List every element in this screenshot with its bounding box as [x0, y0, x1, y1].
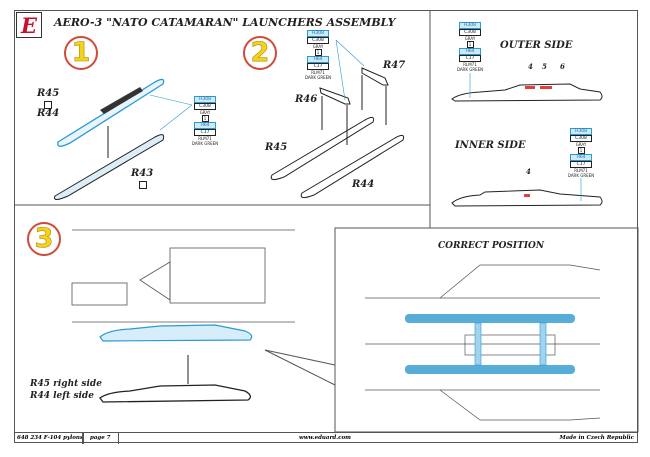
footer-kit: 648 234 F-104 pylons: [17, 435, 84, 441]
pylon-r47-part: [361, 67, 389, 86]
section-letter-logo: E: [16, 12, 42, 38]
part-label-r43: R43: [131, 168, 154, 179]
part-label-r45: R45: [265, 142, 288, 153]
marker-5: 5: [542, 62, 547, 71]
page-frame: [14, 10, 638, 443]
outer-side-title: OUTER SIDE: [500, 40, 573, 51]
launcher-r45-part: [270, 116, 375, 181]
marker-4: 4: [528, 62, 533, 71]
launcher-outer-side-view: [451, 83, 603, 102]
side-note: R45 right side R44 left side: [30, 378, 102, 402]
zoom-leader: [264, 349, 336, 366]
launcher-r45-r44-part: [57, 78, 165, 147]
aircraft-underside: [365, 264, 601, 421]
step-1-badge: 1: [64, 36, 98, 70]
detail-box: [334, 227, 639, 433]
launcher-r43-part: [54, 134, 165, 200]
marker-6: 6: [560, 62, 565, 71]
footer-origin: Made in Czech Republic: [559, 435, 634, 441]
part-label-r44: R44: [352, 179, 375, 190]
footer-website: www.eduard.com: [299, 435, 351, 441]
step-3-badge: 3: [27, 222, 61, 256]
zoom-leader: [264, 349, 336, 386]
part-label-r45: R45: [37, 88, 60, 99]
note-line-r45: R45 right side: [30, 379, 102, 389]
footer-page: page 7: [90, 435, 111, 441]
page-title: AERO-3 "NATO CATAMARAN" LAUNCHERS ASSEMB…: [54, 16, 396, 29]
launcher-inner-side-view: [451, 189, 603, 207]
launcher-rail: [100, 87, 143, 114]
launcher-side-view: [99, 384, 252, 403]
flip-part-icon: [139, 181, 147, 189]
part-label-r47: R47: [383, 60, 406, 71]
aircraft-fuselage-side: [71, 229, 295, 323]
inner-side-title: INNER SIDE: [455, 140, 526, 151]
launcher-highlight-position: [99, 324, 253, 342]
flip-part-icon: [44, 101, 52, 109]
marker-4: 4: [526, 167, 531, 176]
footer: 648 234 F-104 pylons page 7 www.eduard.c…: [14, 432, 638, 444]
pylon-r46-part: [319, 87, 351, 105]
launcher-r44-part: [300, 134, 405, 199]
launcher-bottom-highlight: [405, 365, 575, 374]
launcher-top-highlight: [405, 314, 575, 323]
part-label-r44: R44: [37, 108, 60, 119]
correct-position-title: CORRECT POSITION: [438, 241, 545, 251]
part-label-r46: R46: [295, 94, 318, 105]
note-line-r44: R44 left side: [30, 391, 94, 401]
step-2-badge: 2: [243, 36, 277, 70]
